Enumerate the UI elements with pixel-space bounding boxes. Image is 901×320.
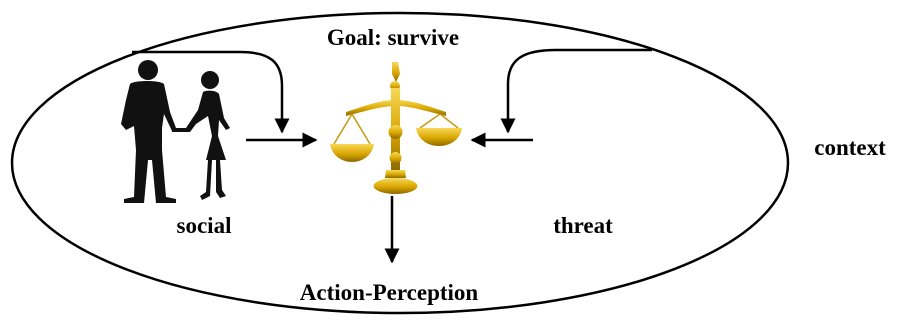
threat-curve-arrow bbox=[500, 48, 652, 134]
social-curve-arrow bbox=[132, 50, 290, 134]
action-perception-label: Action-Perception bbox=[300, 280, 479, 305]
couple-silhouette-icon bbox=[121, 60, 230, 203]
threat-label: threat bbox=[553, 213, 613, 238]
context-label: context bbox=[814, 135, 886, 160]
social-label: social bbox=[177, 213, 232, 238]
goal-label: Goal: survive bbox=[327, 25, 459, 50]
balance-scale-icon bbox=[330, 62, 462, 194]
context-ellipse bbox=[10, 11, 790, 315]
